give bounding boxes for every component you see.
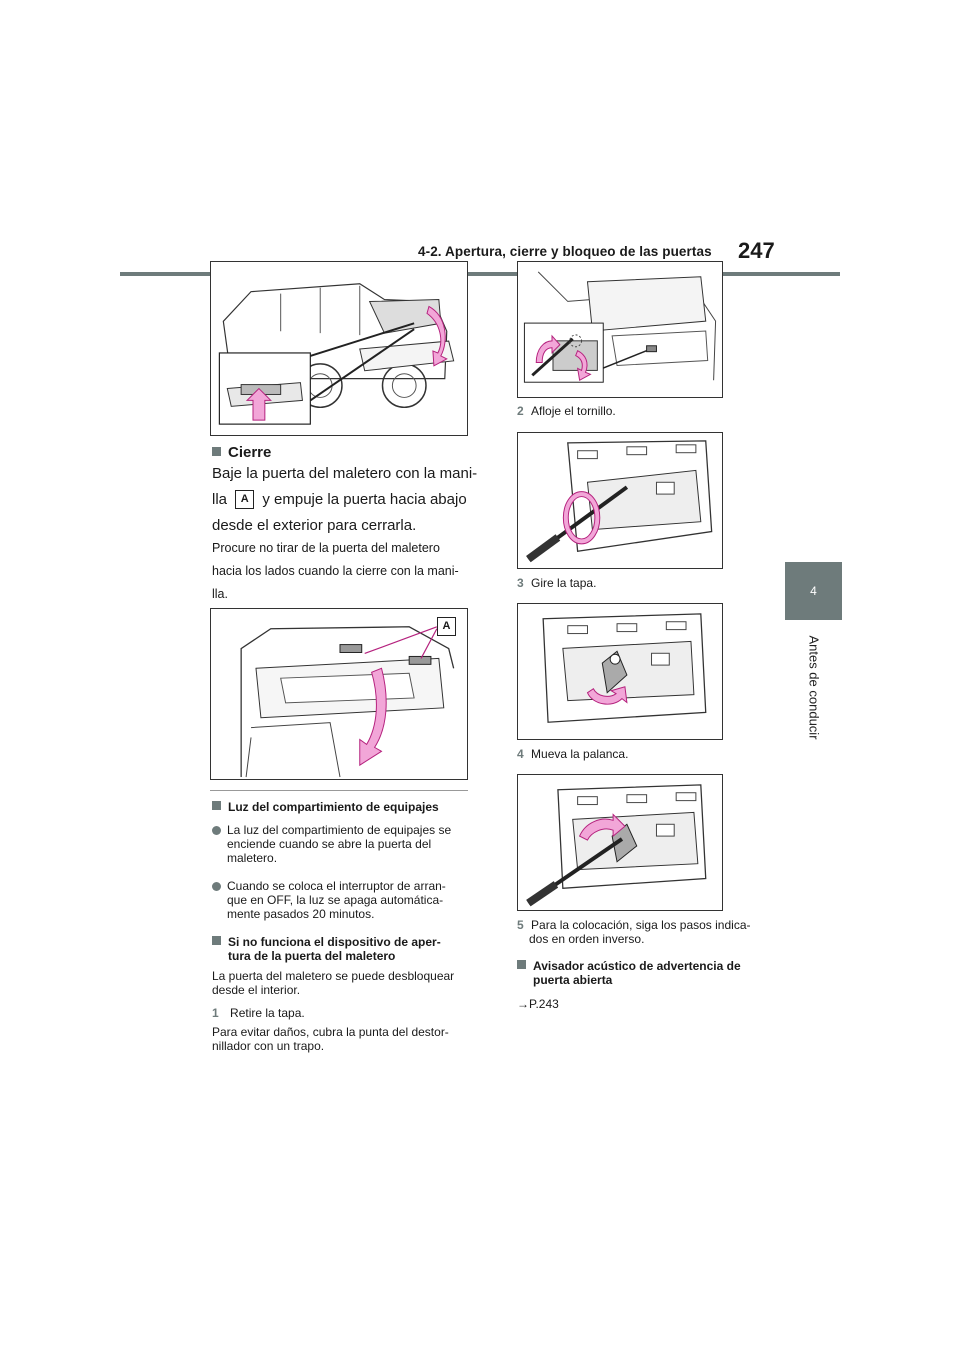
remove-cover-illustration [523,271,717,383]
cierre-note-l3: lla. [212,587,228,601]
heading-marker [212,936,221,945]
figure-label-a: A [437,617,456,636]
label-a-badge: A [235,490,255,509]
step-2-number: 2 [517,404,524,418]
si-no-heading-l2: tura de la puerta del maletero [228,949,396,963]
heading-marker [517,960,526,969]
luz-bullet-1-l2: enciende cuando se abre la puerta del [227,837,432,851]
step-1: 1 Retire la tapa. [212,1006,305,1020]
figure-tailgate-open [210,261,468,436]
si-no-heading: Si no funciona el dispositivo de aper- t… [212,935,441,963]
luz-bullet-1-l3: maletero. [227,851,278,865]
si-no-body: La puerta del maletero se puede desbloqu… [212,969,454,997]
turn-cover-illustration [542,613,707,723]
avisador-heading: Avisador acústico de advertencia de puer… [517,959,741,987]
step-2-text: Afloje el tornillo. [531,404,616,418]
step-1-note-l1: Para evitar daños, cubra la punta del de… [212,1025,449,1039]
si-no-heading-l1: Si no funciona el dispositivo de aper- [228,935,441,949]
header-rule [120,272,840,276]
cierre-body-line2-a: lla [212,491,228,508]
step-3: 3 Gire la tapa. [517,576,596,590]
move-lever-illustration [526,784,707,907]
step-3-number: 3 [517,576,524,590]
chapter-title: Antes de conducir [806,635,822,740]
step-5-l2: dos en orden inverso. [529,932,645,946]
chapter-title-vertical: Antes de conducir [804,625,824,755]
figure-step-2-screw [517,432,723,569]
step-4-text: Mueva la palanca. [531,747,629,761]
loosen-screw-illustration [526,440,713,563]
avisador-page-ref[interactable]: →P.243 [517,997,559,1011]
step-5-l1: Para la colocación, siga los pasos indic… [531,918,751,932]
luz-bullet-1: La luz del compartimiento de equipajes s… [212,823,451,865]
luz-bullet-2-l1: Cuando se coloca el interruptor de arran… [227,879,446,893]
cierre-body-line1: Baje la puerta del maletero con la mani- [212,465,478,482]
luz-heading-text: Luz del compartimiento de equipajes [228,800,439,814]
cierre-body-line2-b: y empuje la puerta hacia abajo [262,491,467,508]
luz-bullet-2: Cuando se coloca el interruptor de arran… [212,879,446,921]
chapter-tab: 4 [785,562,842,620]
avisador-heading-l2: puerta abierta [533,973,613,987]
figure-step-1-cover [517,261,723,398]
step-5-number: 5 [517,918,524,932]
cierre-body-line2: lla A y empuje la puerta hacia abajo [212,486,467,513]
step-5: 5 Para la colocación, siga los pasos ind… [517,918,750,946]
luz-bullet-2-l2: que en OFF, la luz se apaga automática- [227,893,444,907]
luz-bullet-2-l3: mente pasados 20 minutos. [227,907,375,921]
car-tailgate-illustration [218,283,455,425]
si-no-body-l2: desde el interior. [212,983,301,997]
step-4: 4 Mueva la palanca. [517,747,628,761]
section-title: 4-2. Apertura, cierre y bloqueo de las p… [418,244,712,259]
figure-step-3-cover [517,603,723,740]
step-3-text: Gire la tapa. [531,576,597,590]
tailgate-interior-illustration [240,626,455,778]
cierre-heading-text: Cierre [228,444,272,461]
cierre-note: Procure no tirar de la puerta del malete… [212,537,459,606]
step-1-note-l2: nillador con un trapo. [212,1039,325,1053]
heading-marker [212,801,221,810]
bullet-dot [212,826,221,835]
section-divider [210,790,468,791]
cierre-heading: Cierre [212,439,271,466]
step-1-number: 1 [212,1006,219,1020]
step-4-number: 4 [517,747,524,761]
si-no-body-l1: La puerta del maletero se puede desbloqu… [212,969,455,983]
step-1-text: Retire la tapa. [230,1006,305,1020]
page-number: 247 [738,238,775,263]
step-1-note: Para evitar daños, cubra la punta del de… [212,1025,449,1053]
heading-marker [212,447,221,456]
bullet-dot [212,882,221,891]
cierre-note-l2: hacia los lados cuando la cierre con la … [212,564,459,578]
cierre-body-line3: desde el exterior para cerrarla. [212,517,417,534]
figure-tailgate-closing: A [210,608,468,780]
avisador-heading-l1: Avisador acústico de advertencia de [533,959,741,973]
luz-bullet-1-l1: La luz del compartimiento de equipajes s… [227,823,452,837]
step-2: 2 Afloje el tornillo. [517,404,616,418]
luz-heading: Luz del compartimiento de equipajes [212,800,439,814]
figure-step-4-lever [517,774,723,911]
cierre-note-l1: Procure no tirar de la puerta del malete… [212,541,440,555]
